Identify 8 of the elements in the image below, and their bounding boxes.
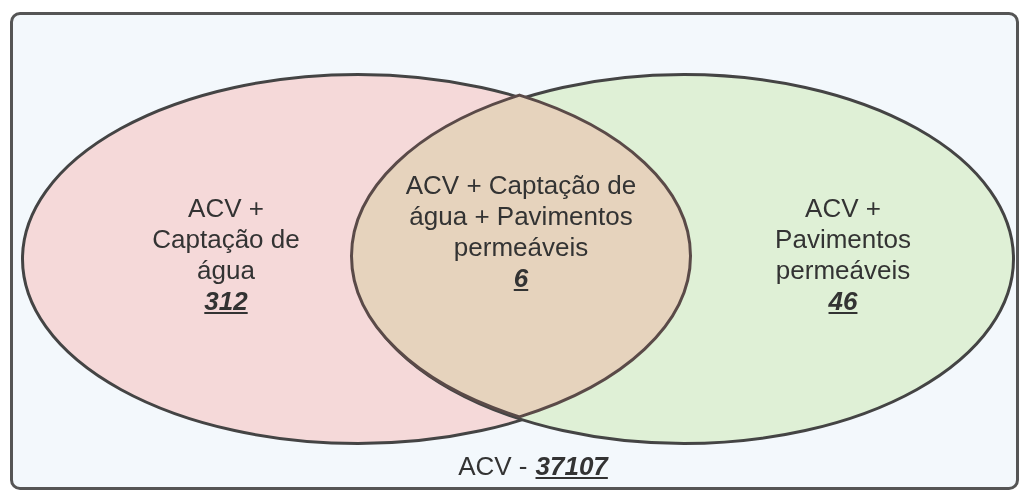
set-label: ACV + Captação de água + Pavimentos permeáveis bbox=[404, 170, 638, 263]
count-value: 46 bbox=[827, 286, 859, 317]
set-label: ACV - bbox=[458, 451, 528, 481]
count-value: 37107 bbox=[535, 451, 608, 481]
count-value: 312 bbox=[203, 286, 249, 317]
set-label: ACV + Captação de água bbox=[151, 193, 301, 286]
set-label: ACV + Pavimentos permeáveis bbox=[774, 193, 912, 286]
count-value: 6 bbox=[512, 263, 530, 294]
